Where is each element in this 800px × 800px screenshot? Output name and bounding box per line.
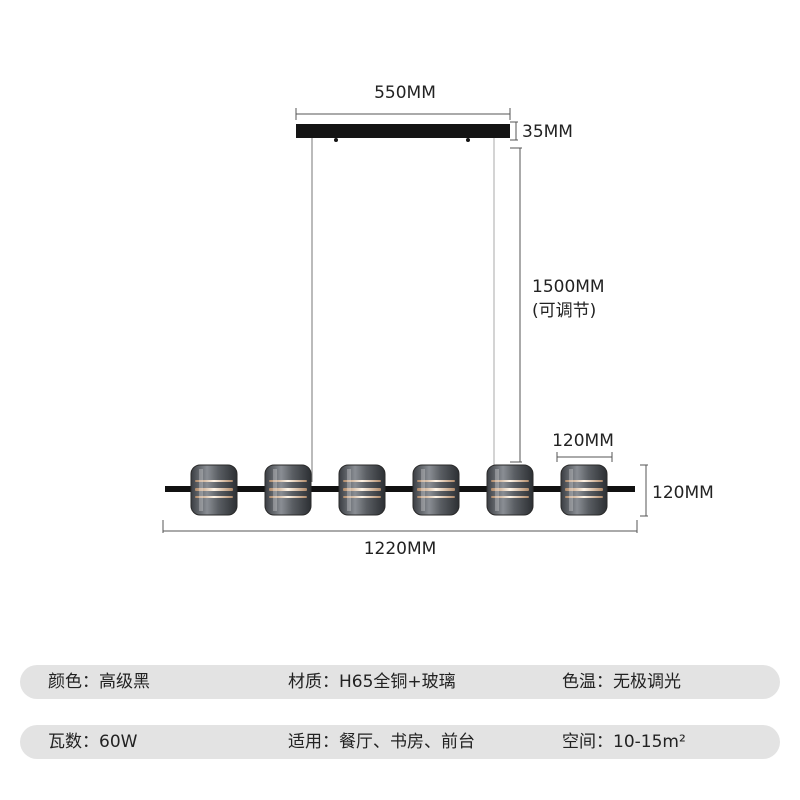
wire-length-dimension: 1500MM (可调节)	[510, 147, 605, 463]
spec-color-temperature: 色温：无极调光	[562, 665, 681, 699]
canopy-height-label: 35MM	[522, 122, 573, 142]
wire-adjustable-note: (可调节)	[532, 301, 596, 321]
spec-application-label: 适用：	[288, 732, 339, 752]
total-length-dimension: 1220MM	[162, 520, 638, 559]
spec-color-temperature-label: 色温：	[562, 672, 613, 692]
wire-length-label: 1500MM	[532, 277, 605, 297]
spec-material: 材质：H65全铜+玻璃	[288, 665, 456, 699]
shade-height-label: 120MM	[652, 483, 714, 503]
canopy-height-dimension: 35MM	[510, 121, 573, 142]
spec-color-temperature-value: 无极调光	[613, 672, 681, 692]
spec-row-2: 瓦数：60W 适用：餐厅、书房、前台 空间：10-15m²	[20, 725, 780, 759]
spec-application-value: 餐厅、书房、前台	[339, 732, 475, 752]
shade-height-dimension: 120MM	[640, 464, 714, 517]
glass-shade	[560, 464, 608, 516]
spec-wattage: 瓦数：60W	[48, 725, 137, 759]
shade-width-dimension: 120MM	[552, 431, 614, 462]
spec-color: 颜色：高级黑	[48, 665, 150, 699]
spec-color-value: 高级黑	[99, 672, 150, 692]
spec-space-value: 10-15m²	[613, 732, 686, 752]
spec-wattage-label: 瓦数：	[48, 732, 99, 752]
spec-material-value: H65全铜+玻璃	[339, 672, 456, 692]
spec-wattage-value: 60W	[99, 732, 138, 752]
glass-shade	[190, 464, 238, 516]
spec-space: 空间：10-15m²	[562, 725, 686, 759]
glass-shade	[486, 464, 534, 516]
spec-application: 适用：餐厅、书房、前台	[288, 725, 475, 759]
spec-row-1: 颜色：高级黑 材质：H65全铜+玻璃 色温：无极调光	[20, 665, 780, 699]
canopy-width-dimension: 550MM	[295, 83, 511, 120]
glass-shade	[412, 464, 460, 516]
spec-material-label: 材质：	[288, 672, 339, 692]
glass-shades	[190, 464, 608, 516]
canopy-width-label: 550MM	[374, 83, 436, 103]
pendant-light-dimension-diagram: 550MM 35MM 1500MM (可调节) 120MM 120MM	[162, 83, 714, 559]
shade-width-label: 120MM	[552, 431, 614, 451]
spec-color-label: 颜色：	[48, 672, 99, 692]
total-length-label: 1220MM	[364, 539, 437, 559]
glass-shade	[338, 464, 386, 516]
ceiling-canopy	[296, 124, 510, 138]
fixture-bar	[165, 486, 635, 492]
glass-shade	[264, 464, 312, 516]
spec-space-label: 空间：	[562, 732, 613, 752]
